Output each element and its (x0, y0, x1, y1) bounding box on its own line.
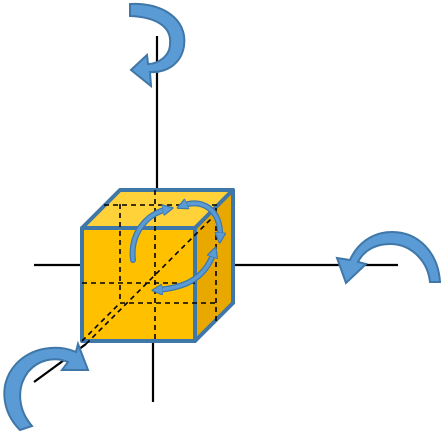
circular-arrow-front-left (130, 209, 168, 262)
axes (33, 36, 398, 402)
rotation-arrow-vertical-axis (129, 2, 186, 89)
hidden-depth-axis (85, 214, 216, 345)
curved-rotation-arrow-icon (3, 340, 90, 432)
circular-arrow-front-bottom (157, 252, 214, 290)
curved-rotation-arrow-icon (335, 230, 441, 285)
rotation-arrow-horizontal-axis (335, 230, 441, 285)
circular-arrow-top-right (182, 203, 220, 238)
curved-rotation-arrow-icon (129, 2, 186, 89)
cube-circular-arrows (129, 203, 221, 290)
rotation-arrow-depth-axis (3, 340, 90, 432)
